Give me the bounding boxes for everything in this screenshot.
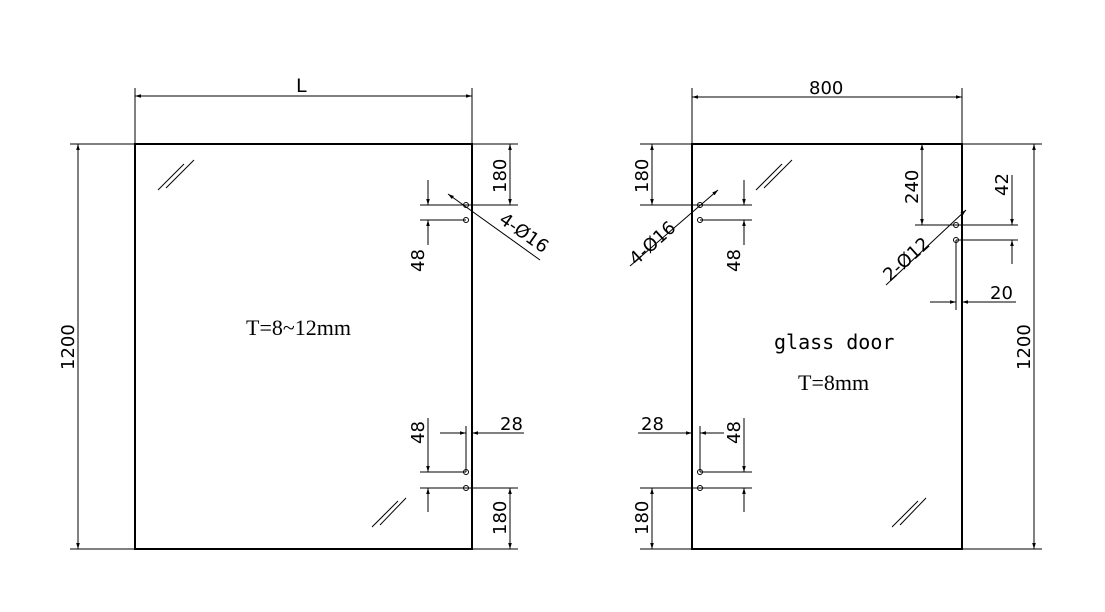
right-holes-callout-label: 4-Ø16 [625,217,680,269]
right-lock-edge-dimension: 20 [930,240,1016,310]
right-bottom-spacing-dimension: 48 [700,418,752,512]
right-top-spacing-dimension: 48 [700,180,752,272]
right-thickness-note: T=8mm [798,370,869,395]
right-holes-callout: 4-Ø16 [625,189,719,270]
right-bottom-spacing-label: 48 [724,421,745,444]
right-edge-offset-dimension: 28 [638,414,724,472]
left-top-spacing-dimension: 48 [408,180,466,272]
right-top-hole-offset-label: 180 [632,159,653,193]
left-edge-offset-label: 28 [500,414,523,435]
left-glass-hatch-top [157,159,195,191]
right-lock-spacing-label: 42 [992,173,1013,196]
left-top-hole-dimension: 180 [466,143,518,206]
left-top-hole-offset-label: 180 [490,159,511,193]
right-lock-edge-label: 20 [990,283,1013,304]
left-bottom-hole-dimension: 180 [466,487,518,550]
right-glass-hatch-bottom [891,497,927,528]
right-height-dimension: 1200 [962,143,1042,550]
right-bottom-hole-dimension: 180 [632,487,700,550]
right-lock-holes-callout-label: 2-Ø12 [879,233,934,285]
left-panel: L 1200 180 48 [58,75,552,550]
left-glass-hatch-bottom [371,497,407,528]
left-bottom-spacing-dimension: 48 [408,418,466,512]
left-bottom-hole-offset-label: 180 [490,501,511,535]
right-lock-spacing-dimension: 42 [956,173,1018,264]
left-holes-callout-label: 4-Ø16 [495,209,552,258]
right-top-spacing-label: 48 [724,249,745,272]
right-bottom-hole-offset-label: 180 [632,501,653,535]
right-lock-offset-label: 240 [902,170,923,204]
right-height-label: 1200 [1014,324,1035,370]
right-width-dimension: 800 [691,78,963,144]
right-width-label: 800 [809,78,843,99]
right-edge-offset-label: 28 [641,414,664,435]
left-width-label: L [296,75,307,97]
left-bottom-spacing-label: 48 [408,421,429,444]
left-edge-offset-dimension: 28 [440,414,524,472]
right-top-hole-dimension: 180 [632,143,700,206]
left-height-dimension: 1200 [58,143,135,550]
right-glass-door-panel [691,143,963,550]
left-thickness-note: T=8~12mm [246,315,351,340]
right-lock-offset-dimension: 240 [902,144,956,226]
right-lock-holes-callout: 2-Ø12 [879,209,967,286]
left-glass-panel [134,143,473,550]
right-glass-hatch-top [755,159,793,191]
right-title-note: glass door [774,330,894,354]
left-width-dimension: L [134,75,473,144]
left-top-spacing-label: 48 [408,249,429,272]
left-height-label: 1200 [58,324,79,370]
right-panel: 800 1200 180 4-Ø16 [625,78,1042,550]
